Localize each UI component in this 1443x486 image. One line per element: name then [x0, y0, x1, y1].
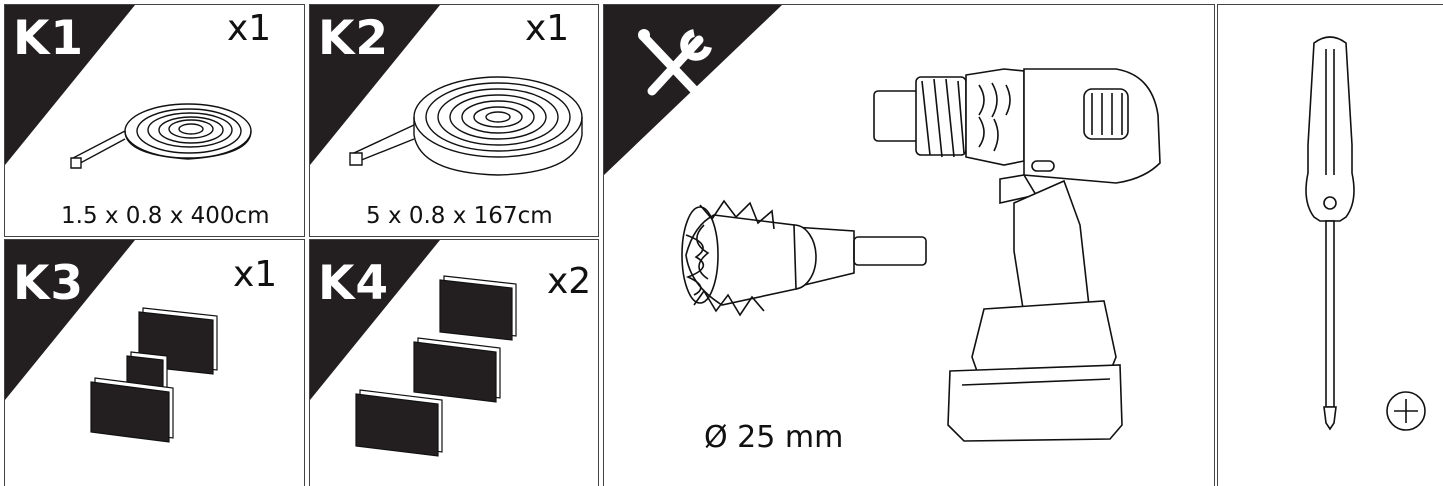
adhesive-pads-icon: [310, 240, 517, 457]
kit-k4-panel: K4 x2: [309, 239, 599, 486]
kit-quantity: x1: [233, 254, 278, 295]
kit-code: K1: [13, 11, 85, 66]
kit-k3-panel: K3 x1: [4, 239, 305, 486]
kit-code: K4: [318, 256, 390, 311]
kit-code: K2: [318, 11, 390, 66]
adhesive-pads-icon: [5, 240, 218, 443]
phillips-head-symbol-icon: [1386, 391, 1426, 431]
kit-quantity: x1: [525, 8, 570, 49]
kit-k1-panel: K1 x1 1.5 x 0.8 x 400cm: [4, 4, 305, 237]
kit-code: K3: [13, 256, 85, 311]
kit-quantity: x2: [547, 261, 592, 302]
screwdriver-panel: [1217, 4, 1443, 486]
tape-roll-icon: [5, 5, 252, 169]
phillips-screwdriver-icon: [1305, 36, 1355, 431]
kit-quantity: x1: [227, 8, 272, 49]
kit-k2-panel: K2 x1 5 x 0.8 x 167cm: [309, 4, 599, 237]
tools-icon: [604, 5, 782, 175]
cordless-drill-icon: [873, 68, 1161, 442]
kit-dimensions: 1.5 x 0.8 x 400cm: [61, 203, 270, 229]
tape-roll-wide-icon: [310, 5, 583, 176]
tools-panel: Ø 25 mm: [603, 4, 1215, 486]
hole-saw-icon: [681, 199, 927, 317]
hole-saw-size: Ø 25 mm: [704, 420, 844, 455]
kit-dimensions: 5 x 0.8 x 167cm: [366, 203, 553, 229]
